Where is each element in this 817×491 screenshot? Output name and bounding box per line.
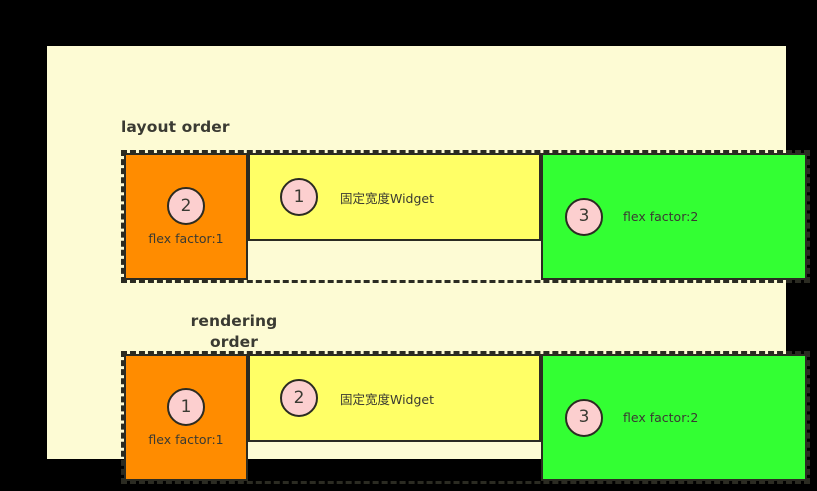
flex-item-green-rendering-order[interactable]: 3 flex factor:2 bbox=[541, 354, 807, 481]
section-title-layout-order: layout order bbox=[121, 118, 230, 136]
flex-item-yellow-rendering-order[interactable]: 2 固定宽度Widget bbox=[248, 354, 541, 442]
order-badge: 1 bbox=[280, 178, 318, 216]
flex-item-orange-rendering-order[interactable]: 1 flex factor:1 bbox=[124, 354, 248, 481]
flex-container-layout-order: 2 flex factor:1 1 固定宽度Widget 3 flex fact… bbox=[121, 150, 810, 283]
flex-item-green-layout-order[interactable]: 3 flex factor:2 bbox=[541, 153, 807, 280]
flex-item-yellow-layout-order[interactable]: 1 固定宽度Widget bbox=[248, 153, 541, 241]
flex-item-label: flex factor:2 bbox=[623, 410, 699, 425]
flex-row-layout-order: 2 flex factor:1 1 固定宽度Widget 3 flex fact… bbox=[124, 153, 807, 280]
section-title-rendering-order: rendering order bbox=[190, 312, 278, 351]
order-badge: 3 bbox=[565, 398, 603, 437]
flex-item-label: flex factor:1 bbox=[148, 231, 224, 246]
flex-item-label: flex factor:1 bbox=[148, 432, 224, 447]
flex-item-label: 固定宽度Widget bbox=[340, 190, 435, 206]
order-badge: 2 bbox=[167, 187, 205, 225]
flex-container-rendering-order: 1 flex factor:1 2 固定宽度Widget 3 flex fact… bbox=[121, 351, 810, 484]
flex-item-label: flex factor:2 bbox=[623, 209, 699, 224]
flex-item-label: 固定宽度Widget bbox=[340, 391, 435, 407]
flex-item-orange-layout-order[interactable]: 2 flex factor:1 bbox=[124, 153, 248, 280]
flex-row-rendering-order: 1 flex factor:1 2 固定宽度Widget 3 flex fact… bbox=[124, 354, 807, 481]
order-badge: 1 bbox=[167, 388, 205, 426]
order-badge: 2 bbox=[280, 379, 318, 417]
order-badge: 3 bbox=[565, 197, 603, 236]
diagram-panel: layout order 2 flex factor:1 1 固定宽度Widge… bbox=[47, 46, 810, 484]
